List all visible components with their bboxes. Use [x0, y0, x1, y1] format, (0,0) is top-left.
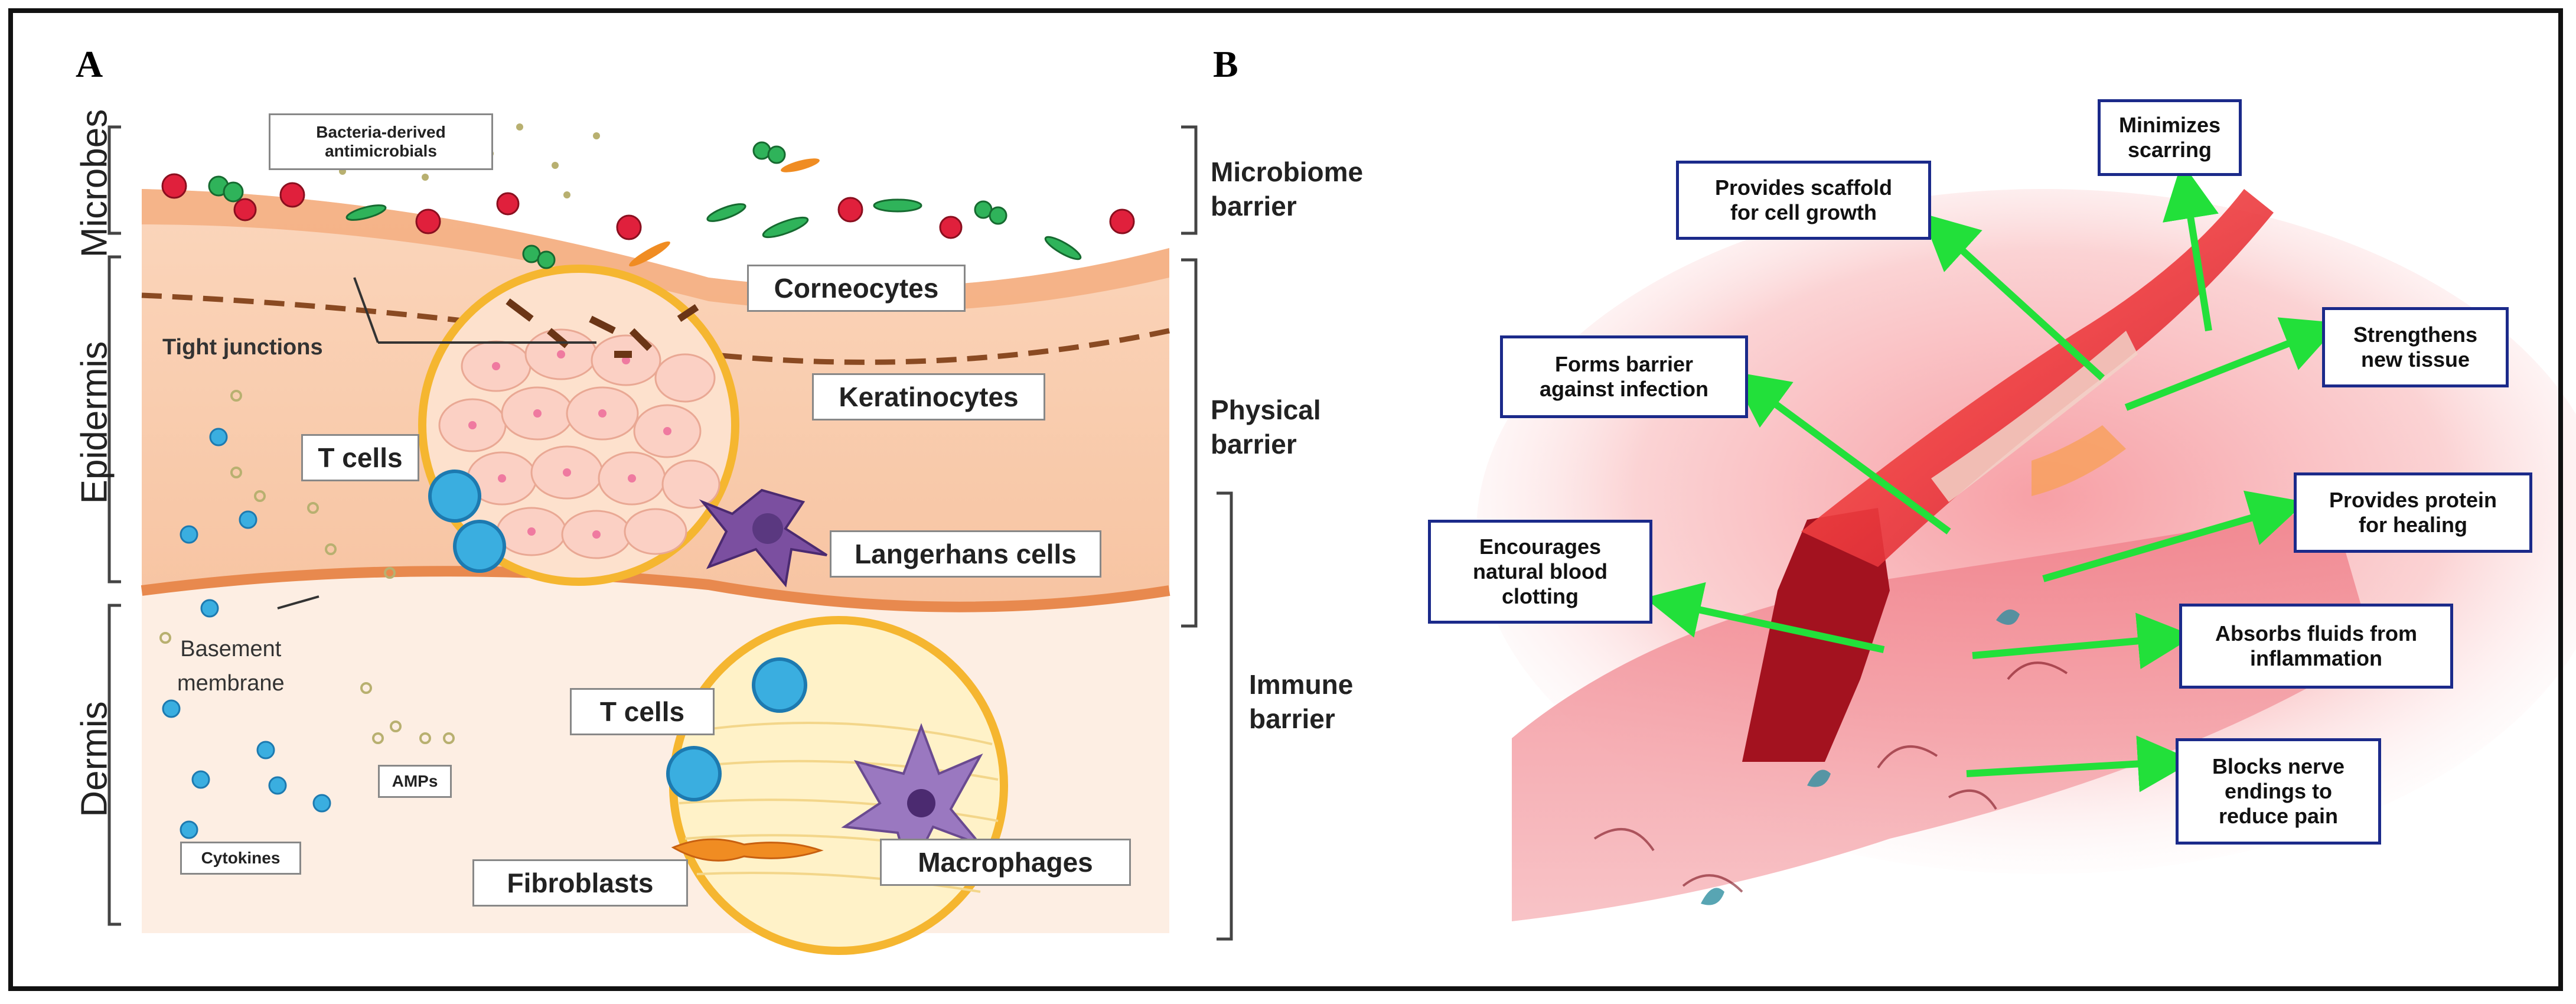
- immune-barrier-label: Immune barrier: [1249, 667, 1353, 736]
- fluids-line-1: Absorbs fluids from: [2215, 621, 2418, 646]
- strengthens-line-2: new tissue: [2360, 347, 2470, 371]
- microbes-label: Microbes: [74, 109, 115, 258]
- scarring-box: Minimizes scarring: [2098, 99, 2242, 176]
- protein-line-2: for healing: [2358, 513, 2467, 537]
- bacteria-antimicrobials-line-2: antimicrobials: [325, 142, 437, 160]
- epidermis-label: Epidermis: [74, 341, 115, 504]
- panel-b-letter: B: [1213, 43, 1238, 85]
- surface-microbes: [161, 120, 1135, 269]
- scaffold-line-2: for cell growth: [1730, 200, 1877, 224]
- infection-barrier-line-1: Forms barrier: [1554, 352, 1694, 376]
- basement-membrane-label: Basement membrane: [177, 632, 285, 700]
- dermis-cross-section: [1512, 508, 2374, 921]
- dermis-label: Dermis: [74, 701, 115, 817]
- dressing-highlight: [1931, 331, 2138, 502]
- infection-barrier-line-2: against infection: [1539, 377, 1709, 401]
- keratinocytes-label: Keratinocytes: [812, 373, 1045, 420]
- basement-membrane-line-2: membrane: [177, 671, 285, 696]
- t-cells-epidermis-label: T cells: [301, 434, 419, 481]
- corneocytes-label: Corneocytes: [747, 265, 966, 312]
- physical-barrier-line-1: Physical: [1211, 395, 1321, 425]
- leader-lines: [277, 277, 596, 609]
- basement-membrane-line-1: Basement: [180, 637, 282, 661]
- fibroblasts-label: Fibroblasts: [472, 859, 688, 907]
- left-brackets: [107, 125, 121, 926]
- scarring-line-1: Minimizes: [2118, 113, 2221, 137]
- microbiome-barrier-line-1: Microbiome: [1211, 157, 1364, 187]
- scattered-molecules: [159, 390, 455, 839]
- bacteria-antimicrobials-label: Bacteria-derived antimicrobials: [269, 113, 493, 170]
- basement-membrane-line: [141, 566, 1170, 612]
- microbiome-barrier-line-2: barrier: [1211, 191, 1297, 221]
- cytokines-label: Cytokines: [180, 842, 301, 875]
- clotting-line-3: clotting: [1502, 584, 1579, 608]
- nerve-box: Blocks nerve endings to reduce pain: [2176, 738, 2381, 845]
- clotting-line-1: Encourages: [1479, 534, 1602, 559]
- protein-line-1: Provides protein: [2329, 488, 2497, 512]
- scaffold-line-1: Provides scaffold: [1714, 175, 1893, 200]
- microbiome-barrier-label: Microbiome barrier: [1211, 155, 1363, 223]
- fluids-line-2: inflammation: [2249, 646, 2382, 670]
- immune-barrier-line-1: Immune: [1249, 669, 1354, 700]
- stratum-corneum: [142, 189, 1169, 312]
- protein-box: Provides protein for healing: [2294, 472, 2532, 553]
- nerve-line-2: endings to: [2225, 779, 2332, 803]
- immune-barrier-line-2: barrier: [1249, 703, 1335, 734]
- panel-a-letter: A: [76, 43, 103, 85]
- tight-junctions-label: Tight junctions: [162, 335, 323, 360]
- right-brackets: [1181, 125, 1233, 941]
- scarring-line-2: scarring: [2127, 138, 2212, 162]
- scaffold-box: Provides scaffold for cell growth: [1676, 161, 1931, 240]
- macrophages-label: Macrophages: [880, 839, 1131, 886]
- benefit-arrows: [1644, 162, 2341, 793]
- amps-label: AMPs: [378, 765, 452, 798]
- physical-barrier-label: Physical barrier: [1211, 393, 1321, 461]
- clotting-box: Encourages natural blood clotting: [1428, 520, 1652, 624]
- strengthens-box: Strengthens new tissue: [2322, 307, 2509, 387]
- outer-frame: [8, 8, 2563, 991]
- physical-barrier-line-2: barrier: [1211, 429, 1297, 459]
- dressing-sheet: [1801, 189, 2274, 567]
- nerve-line-1: Blocks nerve: [2212, 754, 2345, 778]
- strengthens-line-1: Strengthens: [2353, 322, 2478, 347]
- langerhans-cells-label: Langerhans cells: [830, 530, 1101, 578]
- clotting-line-2: natural blood: [1473, 559, 1607, 584]
- bacteria-antimicrobials-line-1: Bacteria-derived: [316, 123, 446, 141]
- fluids-box: Absorbs fluids from inflammation: [2179, 604, 2453, 689]
- nerve-line-3: reduce pain: [2218, 804, 2339, 828]
- panel-b-artwork: [1476, 162, 2576, 921]
- t-cells-dermis-label: T cells: [570, 688, 715, 735]
- infection-barrier-box: Forms barrier against infection: [1500, 335, 1748, 418]
